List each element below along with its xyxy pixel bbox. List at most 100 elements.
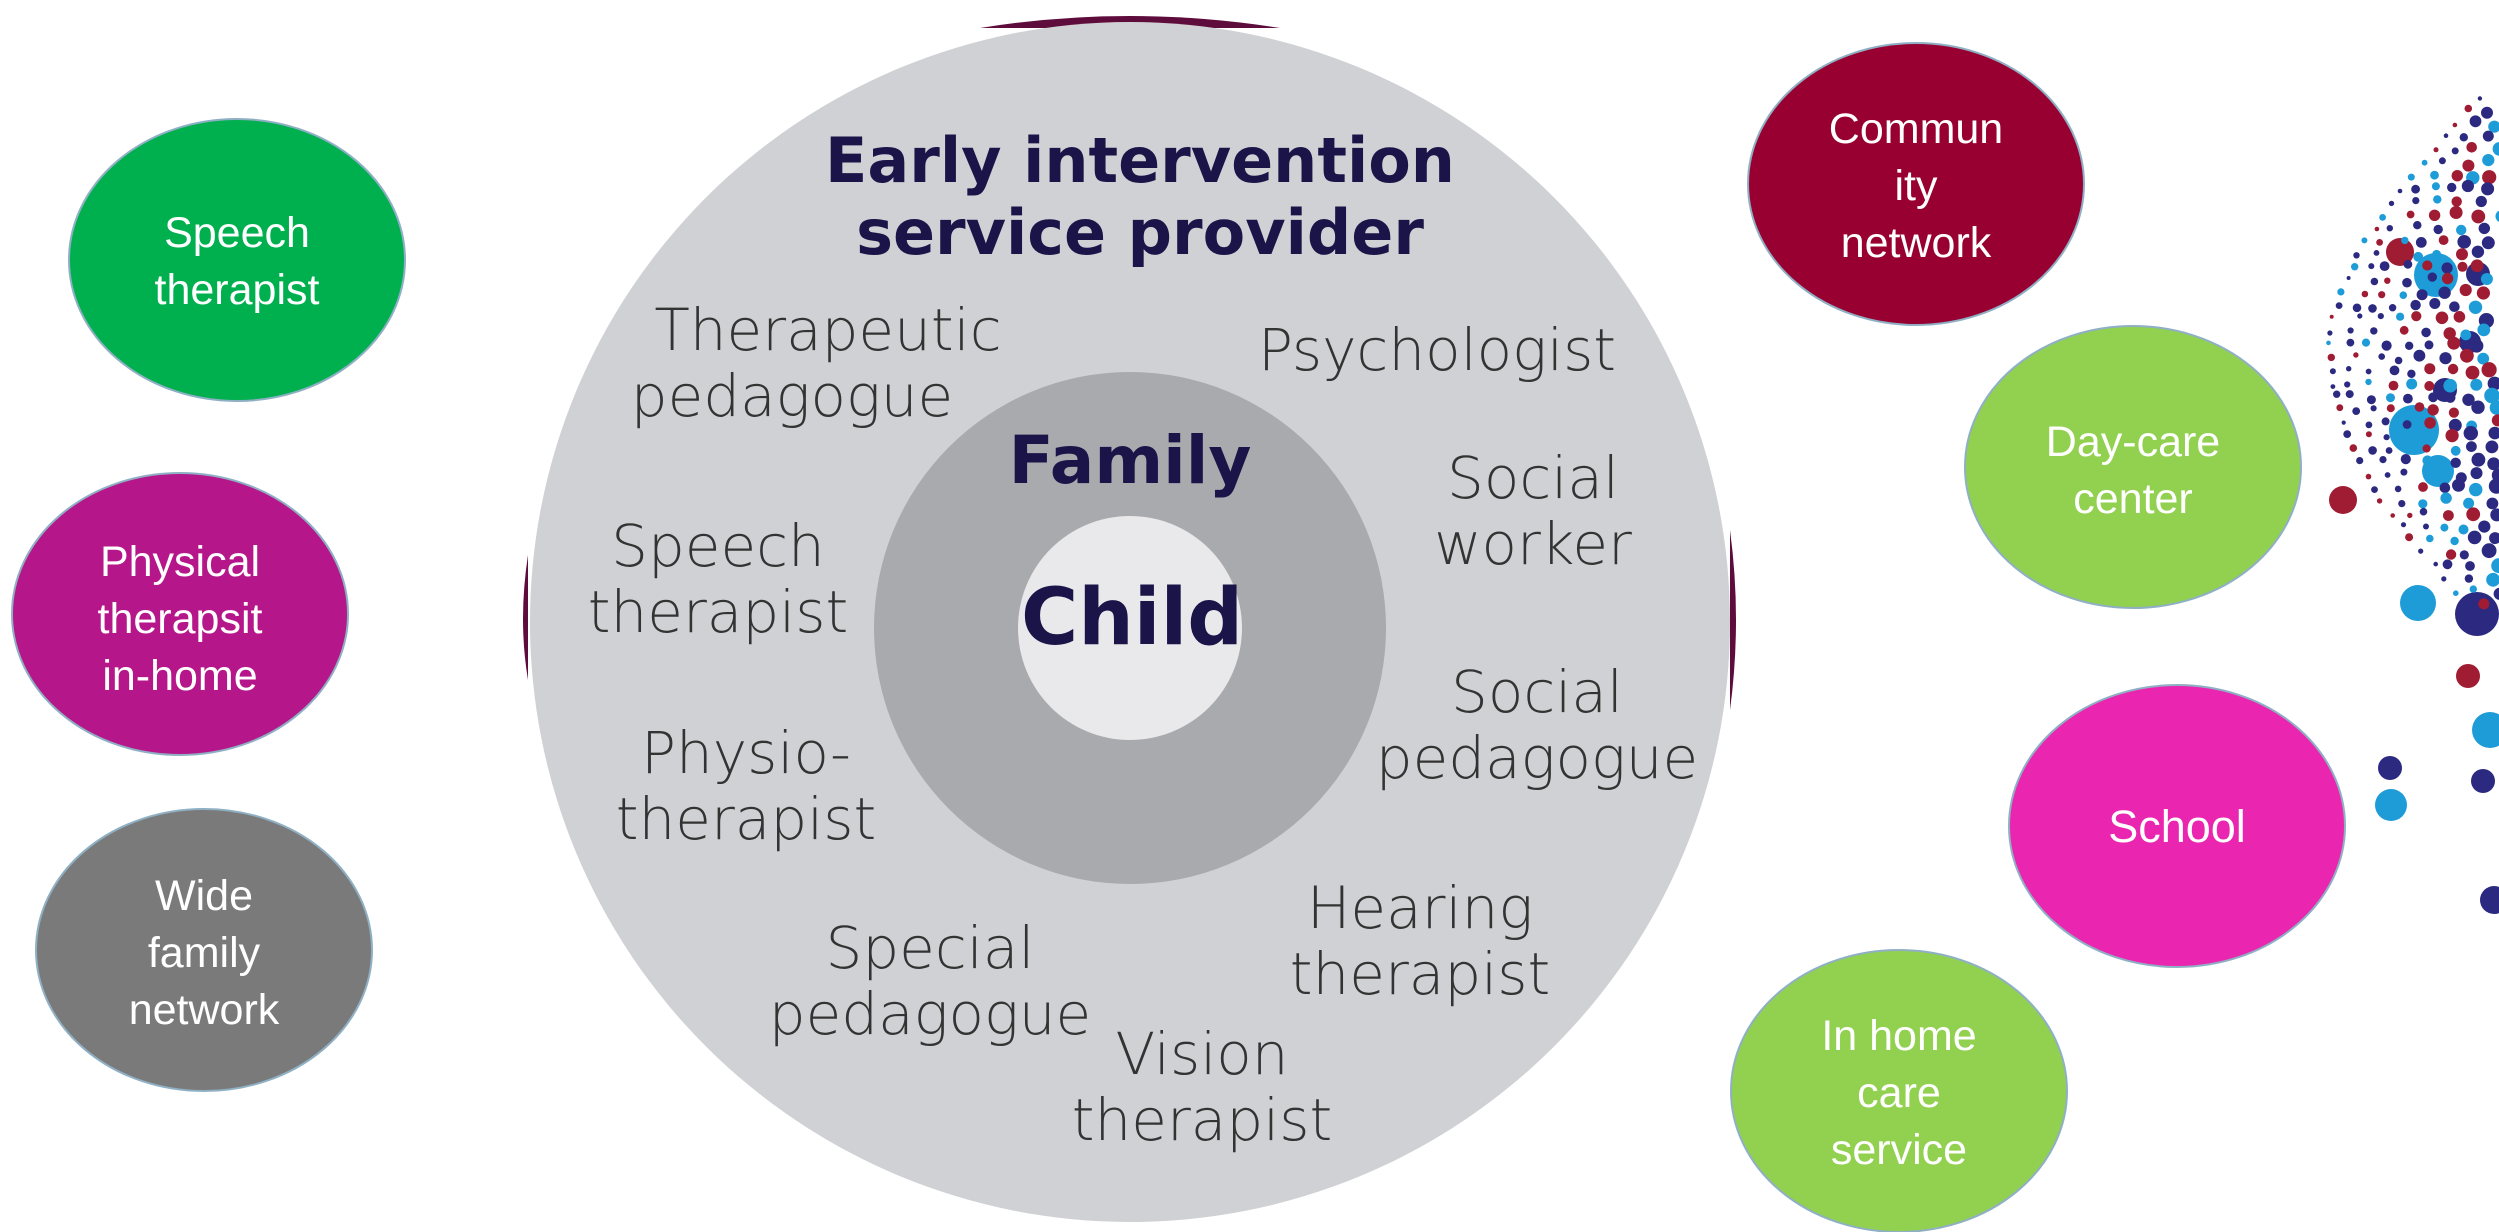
dot (2400, 522, 2407, 528)
dot (2370, 327, 2378, 335)
dot (2423, 430, 2436, 443)
dot (2386, 393, 2395, 403)
dot (2469, 115, 2482, 128)
dot (2468, 271, 2481, 284)
dot (2399, 291, 2408, 300)
bubble-line: Day-care (2046, 418, 2220, 466)
dot (2470, 339, 2484, 353)
dot (2438, 157, 2446, 165)
dot (2344, 381, 2351, 388)
dot (2400, 468, 2408, 476)
dot (2482, 154, 2495, 167)
role-line: Speech (611, 512, 825, 580)
dot (2327, 353, 2335, 362)
dot (2460, 348, 2474, 363)
dot (2375, 789, 2407, 821)
dot (2416, 289, 2428, 301)
dot (2456, 664, 2480, 688)
dot (2445, 392, 2456, 403)
dot (2365, 431, 2372, 438)
dot (2351, 263, 2359, 271)
dot (2368, 263, 2375, 270)
dot (2427, 272, 2437, 282)
dot (2418, 499, 2428, 509)
decorative-dot-pattern (2326, 96, 2499, 914)
dot (2459, 283, 2472, 297)
dot (2431, 182, 2440, 191)
dot (2376, 498, 2383, 504)
role-speech-therapist: Speech therapist (588, 512, 848, 646)
dot (2432, 249, 2442, 259)
dot (2381, 340, 2392, 351)
dot (2377, 313, 2384, 320)
dot (2415, 237, 2427, 248)
dot (2433, 561, 2438, 567)
dot (2465, 561, 2475, 571)
dot (2361, 338, 2371, 347)
dot (2449, 206, 2463, 219)
dot (2481, 362, 2497, 378)
bubble-school: School (2008, 684, 2346, 968)
dot (2462, 159, 2475, 172)
role-line: Social (1451, 658, 1623, 726)
role-line: Special (826, 914, 1035, 982)
dot (2462, 393, 2475, 406)
dot (2421, 159, 2428, 166)
dot (2390, 513, 2395, 518)
bubble-line: ity (1895, 162, 1939, 210)
dot (2388, 380, 2399, 391)
dot (2488, 426, 2499, 440)
role-line: pedagogue (1376, 724, 1698, 792)
role-line: pedagogue (631, 362, 953, 430)
dot (2373, 250, 2380, 256)
dot (2448, 418, 2462, 432)
dot (2407, 369, 2416, 378)
dot (2404, 443, 2416, 455)
dot (2478, 222, 2490, 235)
dot (2384, 472, 2391, 478)
dot (2450, 457, 2461, 468)
dot (2486, 497, 2499, 510)
dot (2407, 512, 2413, 519)
bubble-shape (35, 808, 373, 1092)
dot (2330, 384, 2336, 389)
dot (2472, 712, 2499, 748)
dot (2438, 235, 2449, 246)
dot (2424, 381, 2435, 391)
dot (2478, 598, 2490, 610)
dot (2388, 304, 2397, 312)
dot (2378, 756, 2402, 780)
dot (2402, 277, 2412, 288)
bubble-shape (2008, 684, 2346, 968)
dot (2397, 188, 2403, 194)
dot (2493, 587, 2499, 600)
dot (2480, 886, 2499, 914)
dot (2471, 452, 2486, 467)
dot (2386, 225, 2393, 232)
role-vision-therapist: Vision therapist (1072, 1020, 1332, 1154)
dot (2422, 260, 2433, 271)
dot (2422, 444, 2431, 453)
dot (2365, 378, 2372, 386)
dot (2486, 572, 2499, 587)
dot (2428, 209, 2441, 221)
dot (2370, 277, 2379, 286)
dot (2357, 313, 2363, 319)
dot (2352, 407, 2361, 415)
dot (2389, 365, 2400, 376)
dot (2329, 314, 2334, 319)
dot (2470, 467, 2483, 480)
dot (2484, 387, 2499, 404)
dot (2356, 457, 2364, 465)
dot (2463, 426, 2478, 441)
dot (2407, 173, 2415, 181)
dot (2443, 327, 2456, 340)
dot (2447, 336, 2461, 350)
dot (2384, 277, 2391, 284)
bubble-shape (68, 118, 406, 402)
dot (2419, 507, 2428, 516)
dot (2465, 365, 2480, 380)
bubble-line: In home (1821, 1012, 1976, 1060)
dot (2381, 417, 2390, 426)
bubble-line: in-home (102, 652, 257, 700)
